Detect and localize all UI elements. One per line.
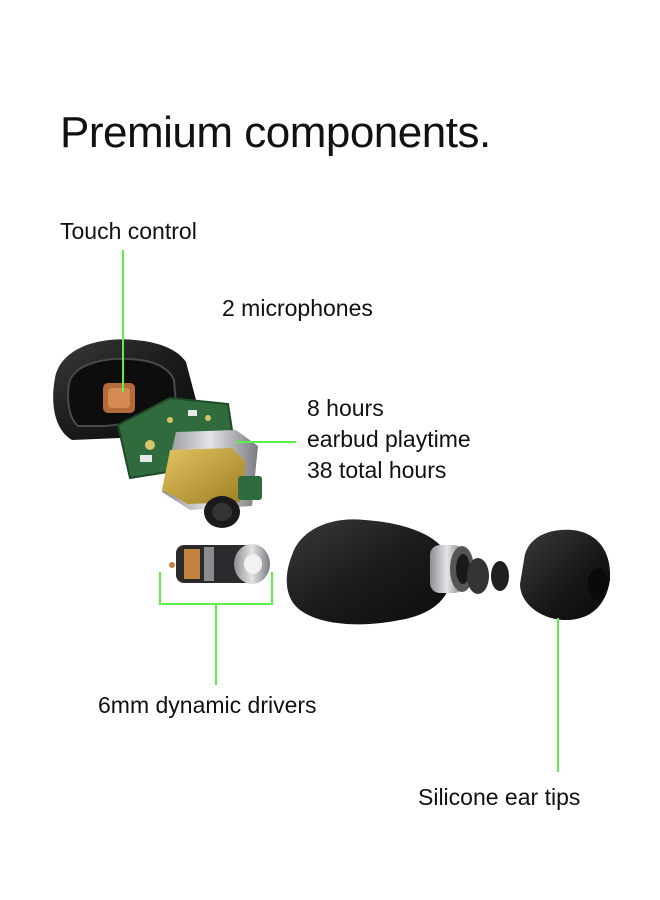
label-battery-total: 38 total hours <box>307 457 447 483</box>
callout-lines <box>122 250 559 772</box>
label-ear-tips: Silicone ear tips <box>418 784 581 810</box>
label-microphones: 2 microphones <box>222 295 373 321</box>
label-drivers: 6mm dynamic drivers <box>98 692 317 718</box>
battery <box>162 430 262 528</box>
page-title: Premium components. <box>60 108 491 157</box>
dynamic-driver <box>169 544 270 584</box>
label-battery-playtime: earbud playtime <box>307 426 471 452</box>
mesh-filters <box>467 558 509 594</box>
label-touch-control: Touch control <box>60 218 197 244</box>
earbud-body <box>286 519 474 625</box>
silicone-ear-tip <box>520 529 611 620</box>
label-battery-hours: 8 hours <box>307 395 384 421</box>
